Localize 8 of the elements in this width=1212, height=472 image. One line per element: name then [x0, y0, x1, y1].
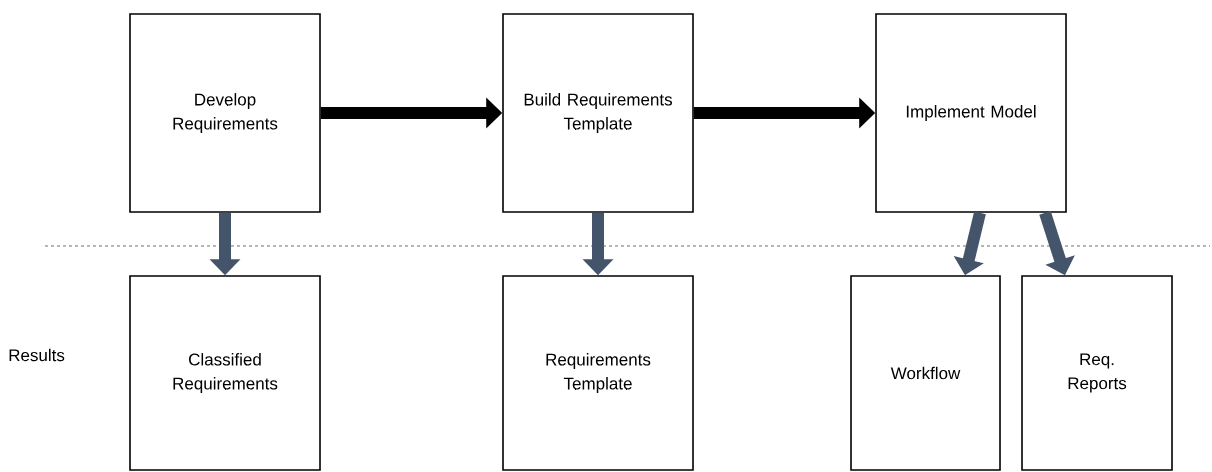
process-box: Requirements Template	[502, 275, 694, 471]
process-box: Workflow	[850, 275, 1001, 471]
process-box: Req. Reports	[1021, 275, 1173, 471]
process-box: Implement Model	[875, 13, 1067, 213]
row-label: Results	[9, 348, 65, 362]
process-box: Develop Requirements	[129, 13, 321, 213]
process-box: Build Requirements Template	[502, 13, 694, 213]
process-box: Classified Requirements	[129, 275, 321, 471]
